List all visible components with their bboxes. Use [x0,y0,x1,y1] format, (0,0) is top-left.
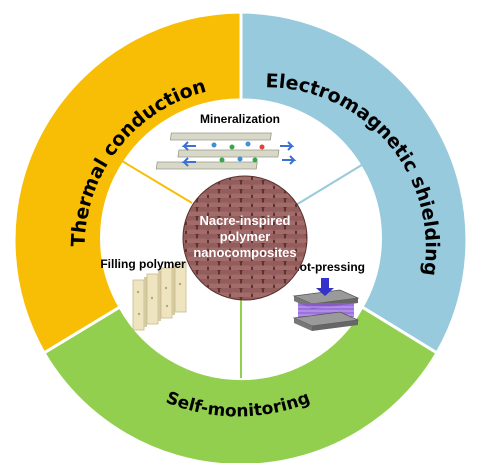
filling-polymer-label: Filling polymer [100,257,186,271]
mineralization-illustration [155,132,297,170]
press-arrow-icon [321,278,329,288]
divider-emi [295,162,366,206]
divider-thermal [111,154,193,204]
press-arrowhead-icon [316,288,334,296]
filling-polymer-illustration [132,261,187,331]
center-label-line2: polymer [220,229,271,244]
mineralization-label: Mineralization [200,112,280,126]
center-label-line3: nanocomposites [193,245,296,260]
arrow-left-icon [181,141,196,151]
nacre-center-image [182,175,308,301]
center-label-line1: Nacre-inspired [199,213,290,228]
hot-pressing-label: Hot-pressing [291,260,365,274]
ring-segment-emi [239,10,469,356]
hot-pressing-illustration [292,278,360,331]
arrow-right-icon [282,155,297,165]
ring-segment-self [41,304,440,463]
arrow-left-icon [181,157,196,167]
ring-segment-thermal [12,10,243,356]
arrow-right-icon [280,141,295,151]
